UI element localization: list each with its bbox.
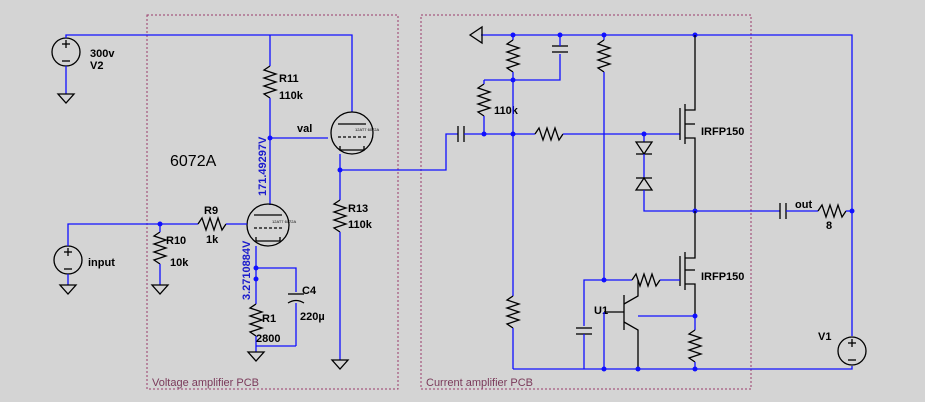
r10-name: R10 (166, 235, 186, 247)
val-label: val (297, 123, 312, 135)
ground-v2 (56, 93, 76, 104)
v2-name: V2 (90, 60, 103, 72)
r-top-left (504, 39, 522, 73)
cathode-voltage: 3.2710884V (241, 240, 253, 300)
c4-value: 220µ (300, 311, 325, 323)
mosfet-top-label: IRFP150 (701, 126, 744, 138)
c4-name: C4 (302, 285, 317, 297)
diode-bottom (634, 176, 654, 191)
current-pcb-label: Current amplifier PCB (426, 377, 533, 389)
r-lower-right (686, 329, 704, 363)
current-pcb-border (420, 14, 752, 390)
r10-resistor (151, 231, 169, 265)
r-load (817, 202, 847, 220)
voltage-pcb-border (146, 14, 399, 390)
voltage-pcb-label: Voltage amplifier PCB (152, 377, 259, 389)
r-bias-value: 110k (494, 105, 519, 117)
rail-flag (468, 25, 483, 45)
r-lower-left (504, 295, 522, 329)
ground-r10 (150, 284, 170, 295)
title: 6072A (170, 153, 217, 170)
v1-source (837, 336, 867, 366)
r1-resistor (247, 303, 265, 337)
mosfet-bottom-label: IRFP150 (701, 271, 744, 283)
diode-top (634, 141, 654, 156)
r13-resistor (331, 199, 349, 233)
mosfet-bottom (679, 211, 696, 316)
v2-value: 300v (90, 48, 115, 60)
r-gate-bottom (631, 271, 661, 289)
out-label: out (795, 199, 812, 211)
r-bias-110k (475, 83, 493, 117)
r11-name: R11 (279, 73, 299, 85)
r9-name: R9 (204, 205, 218, 217)
r1-value: 2800 (256, 333, 280, 345)
r-driver (595, 39, 613, 73)
mosfet-top (679, 35, 696, 211)
ground-r13 (330, 359, 350, 370)
r9-value: 1k (206, 234, 219, 246)
tube-bottom-label: 12AT7 6072A (272, 219, 296, 224)
input-label: input (88, 257, 115, 269)
tube-top: 12AT7 6072A (330, 111, 379, 155)
ground-r1 (246, 351, 266, 362)
v1-name: V1 (818, 331, 831, 343)
r13-name: R13 (348, 203, 368, 215)
ground-input (58, 284, 78, 295)
c4-plate-bottom (287, 299, 305, 304)
r-gate-top (534, 125, 564, 143)
tube-top-label: 12AT7 6072A (355, 127, 379, 132)
r11-resistor (261, 65, 279, 99)
r10-value: 10k (170, 257, 189, 269)
plate-voltage: 171.49297V (257, 136, 269, 196)
u1-label: U1 (594, 305, 608, 317)
input-source (53, 245, 83, 275)
load-value: 8 (826, 220, 832, 232)
r13-value: 110k (348, 219, 373, 231)
r9-resistor (197, 215, 227, 233)
v2-source (51, 37, 81, 67)
r11-value: 110k (279, 90, 304, 102)
r1-name: R1 (262, 313, 276, 325)
u1-transistor (604, 280, 639, 369)
tube-bottom: 12AT7 6072A (246, 203, 296, 247)
